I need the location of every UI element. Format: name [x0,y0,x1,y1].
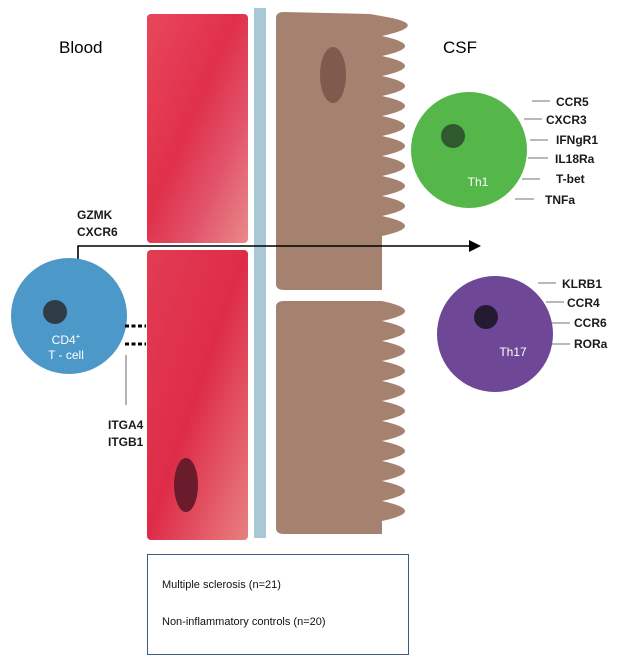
marker-klrb1: KLRB1 [562,277,603,291]
marker-ccr4: CCR4 [567,296,600,310]
th17-nucleus [474,305,498,329]
endothelial-nucleus [174,458,198,512]
epithelial-cell-bottom [276,301,405,534]
endothelial-cell-bottom [147,250,248,540]
th17-marker-lines [538,282,570,345]
marker-tbet: T-bet [556,172,585,186]
endothelial-cell-top [147,14,248,243]
t-cell-label: T - cell [48,348,84,362]
th1-label: Th1 [467,175,489,189]
th17-cell [437,276,553,392]
th1-nucleus [441,124,465,148]
basement-membrane [254,8,266,538]
marker-rora: RORa [574,337,608,351]
adhesion-molecules [125,324,146,346]
marker-ccr5: CCR5 [556,95,589,109]
marker-itgb1: ITGB1 [108,435,144,449]
marker-itga4: ITGA4 [108,418,144,432]
marker-cxcr6: CXCR6 [77,225,118,239]
marker-cxcr3: CXCR3 [546,113,587,127]
th1-cell [411,92,527,208]
epithelial-nucleus [320,47,346,103]
cd4-label: CD4+ [51,332,81,347]
th1-marker-lines [515,100,550,200]
legend-item-controls: Non-inflammatory controls (n=20) [162,616,326,628]
epithelial-cell-top [276,12,408,290]
legend-item-ms: Multiple sclerosis (n=21) [162,579,281,591]
csf-label: CSF [443,38,477,57]
marker-tnfa: TNFa [545,193,575,207]
th17-label: Th17 [499,345,527,359]
marker-ccr6: CCR6 [574,316,607,330]
blood-label: Blood [59,38,103,57]
cd4-nucleus [43,300,67,324]
legend-box: Multiple sclerosis (n=21) Non-inflammato… [147,554,409,655]
marker-il18ra: IL18Ra [555,152,595,166]
marker-gzmk: GZMK [77,208,113,222]
marker-ifngr1: IFNgR1 [556,133,598,147]
cd4-t-cell [11,258,127,374]
